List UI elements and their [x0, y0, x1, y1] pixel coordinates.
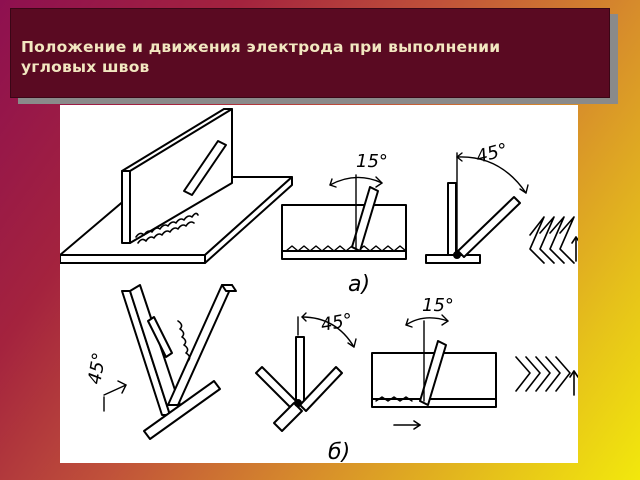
front-view-45-bottom	[255, 312, 357, 432]
corner-joint-3d-view	[103, 284, 237, 440]
title-box: Положение и движения электрода при выпол…	[10, 8, 610, 98]
angle-label-45-top: 45°	[474, 139, 510, 168]
angle-label-45-bottom: 45°	[319, 310, 354, 336]
angle-label-15-top: 15°	[356, 151, 388, 172]
front-view-45-top	[425, 152, 529, 264]
part-b-label: б)	[328, 440, 350, 463]
weave-pattern-top	[529, 216, 578, 264]
welding-electrode-diagram: 15° 45° а) 45° 45° 15° б)	[60, 105, 578, 463]
weave-pattern-bottom	[515, 356, 578, 396]
slide-title: Положение и движения электрода при выпол…	[21, 38, 501, 76]
part-a-label: а)	[348, 272, 370, 297]
side-view-15-bottom	[371, 314, 497, 430]
side-view-15-top	[281, 174, 407, 260]
angle-label-45-vertical: 45°	[84, 351, 110, 386]
angle-label-15-bottom: 15°	[422, 295, 454, 316]
t-joint-3d-view	[60, 108, 293, 264]
